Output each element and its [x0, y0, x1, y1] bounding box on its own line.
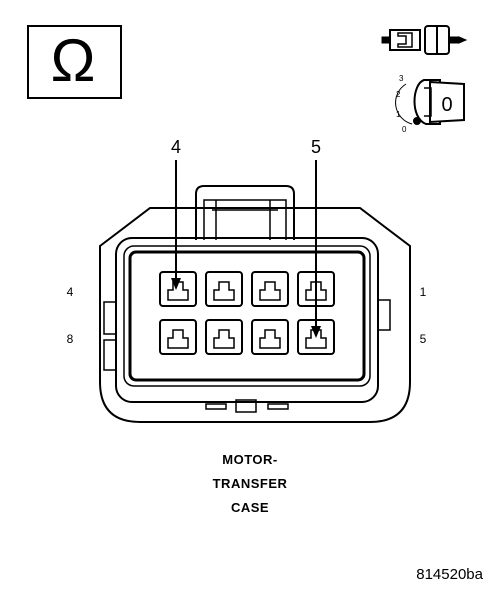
pin-label-top-right: 1 — [420, 285, 427, 299]
cavity-pin-8 — [159, 319, 197, 355]
caption-line-2: TRANSFER — [212, 476, 288, 491]
callout-label-left: 4 — [171, 137, 181, 157]
key-position-0: 0 — [402, 125, 407, 134]
ohmmeter-icon: Ω — [27, 25, 122, 99]
cavity-pin-3 — [205, 271, 243, 307]
key-label: 0 — [441, 94, 452, 116]
ohm-symbol: Ω — [51, 27, 96, 94]
cavity-pin-6 — [251, 319, 289, 355]
cavity-grid — [159, 271, 335, 355]
callout-label-right: 5 — [311, 137, 321, 157]
key-position-3: 3 — [399, 74, 404, 83]
caption-line-1: MOTOR- — [222, 452, 278, 467]
figure-id: 814520ba — [416, 566, 483, 583]
caption-line-3: CASE — [230, 500, 270, 515]
cavity-pin-2 — [251, 271, 289, 307]
cavity-pin-4 — [159, 271, 197, 307]
pin-label-bottom-left: 8 — [67, 332, 74, 346]
callout-arrow-right: 5 — [311, 137, 321, 338]
connector-body — [99, 185, 411, 423]
callout-arrow-left: 4 — [171, 137, 181, 290]
key-position-2: 2 — [396, 90, 401, 99]
ignition-key-icon: 3 2 1 0 0 — [395, 74, 465, 134]
cavity-pin-7 — [205, 319, 243, 355]
pin-label-top-left: 4 — [67, 285, 74, 299]
disconnected-connector-icon — [381, 25, 468, 55]
pin-label-bottom-right: 5 — [420, 332, 427, 346]
